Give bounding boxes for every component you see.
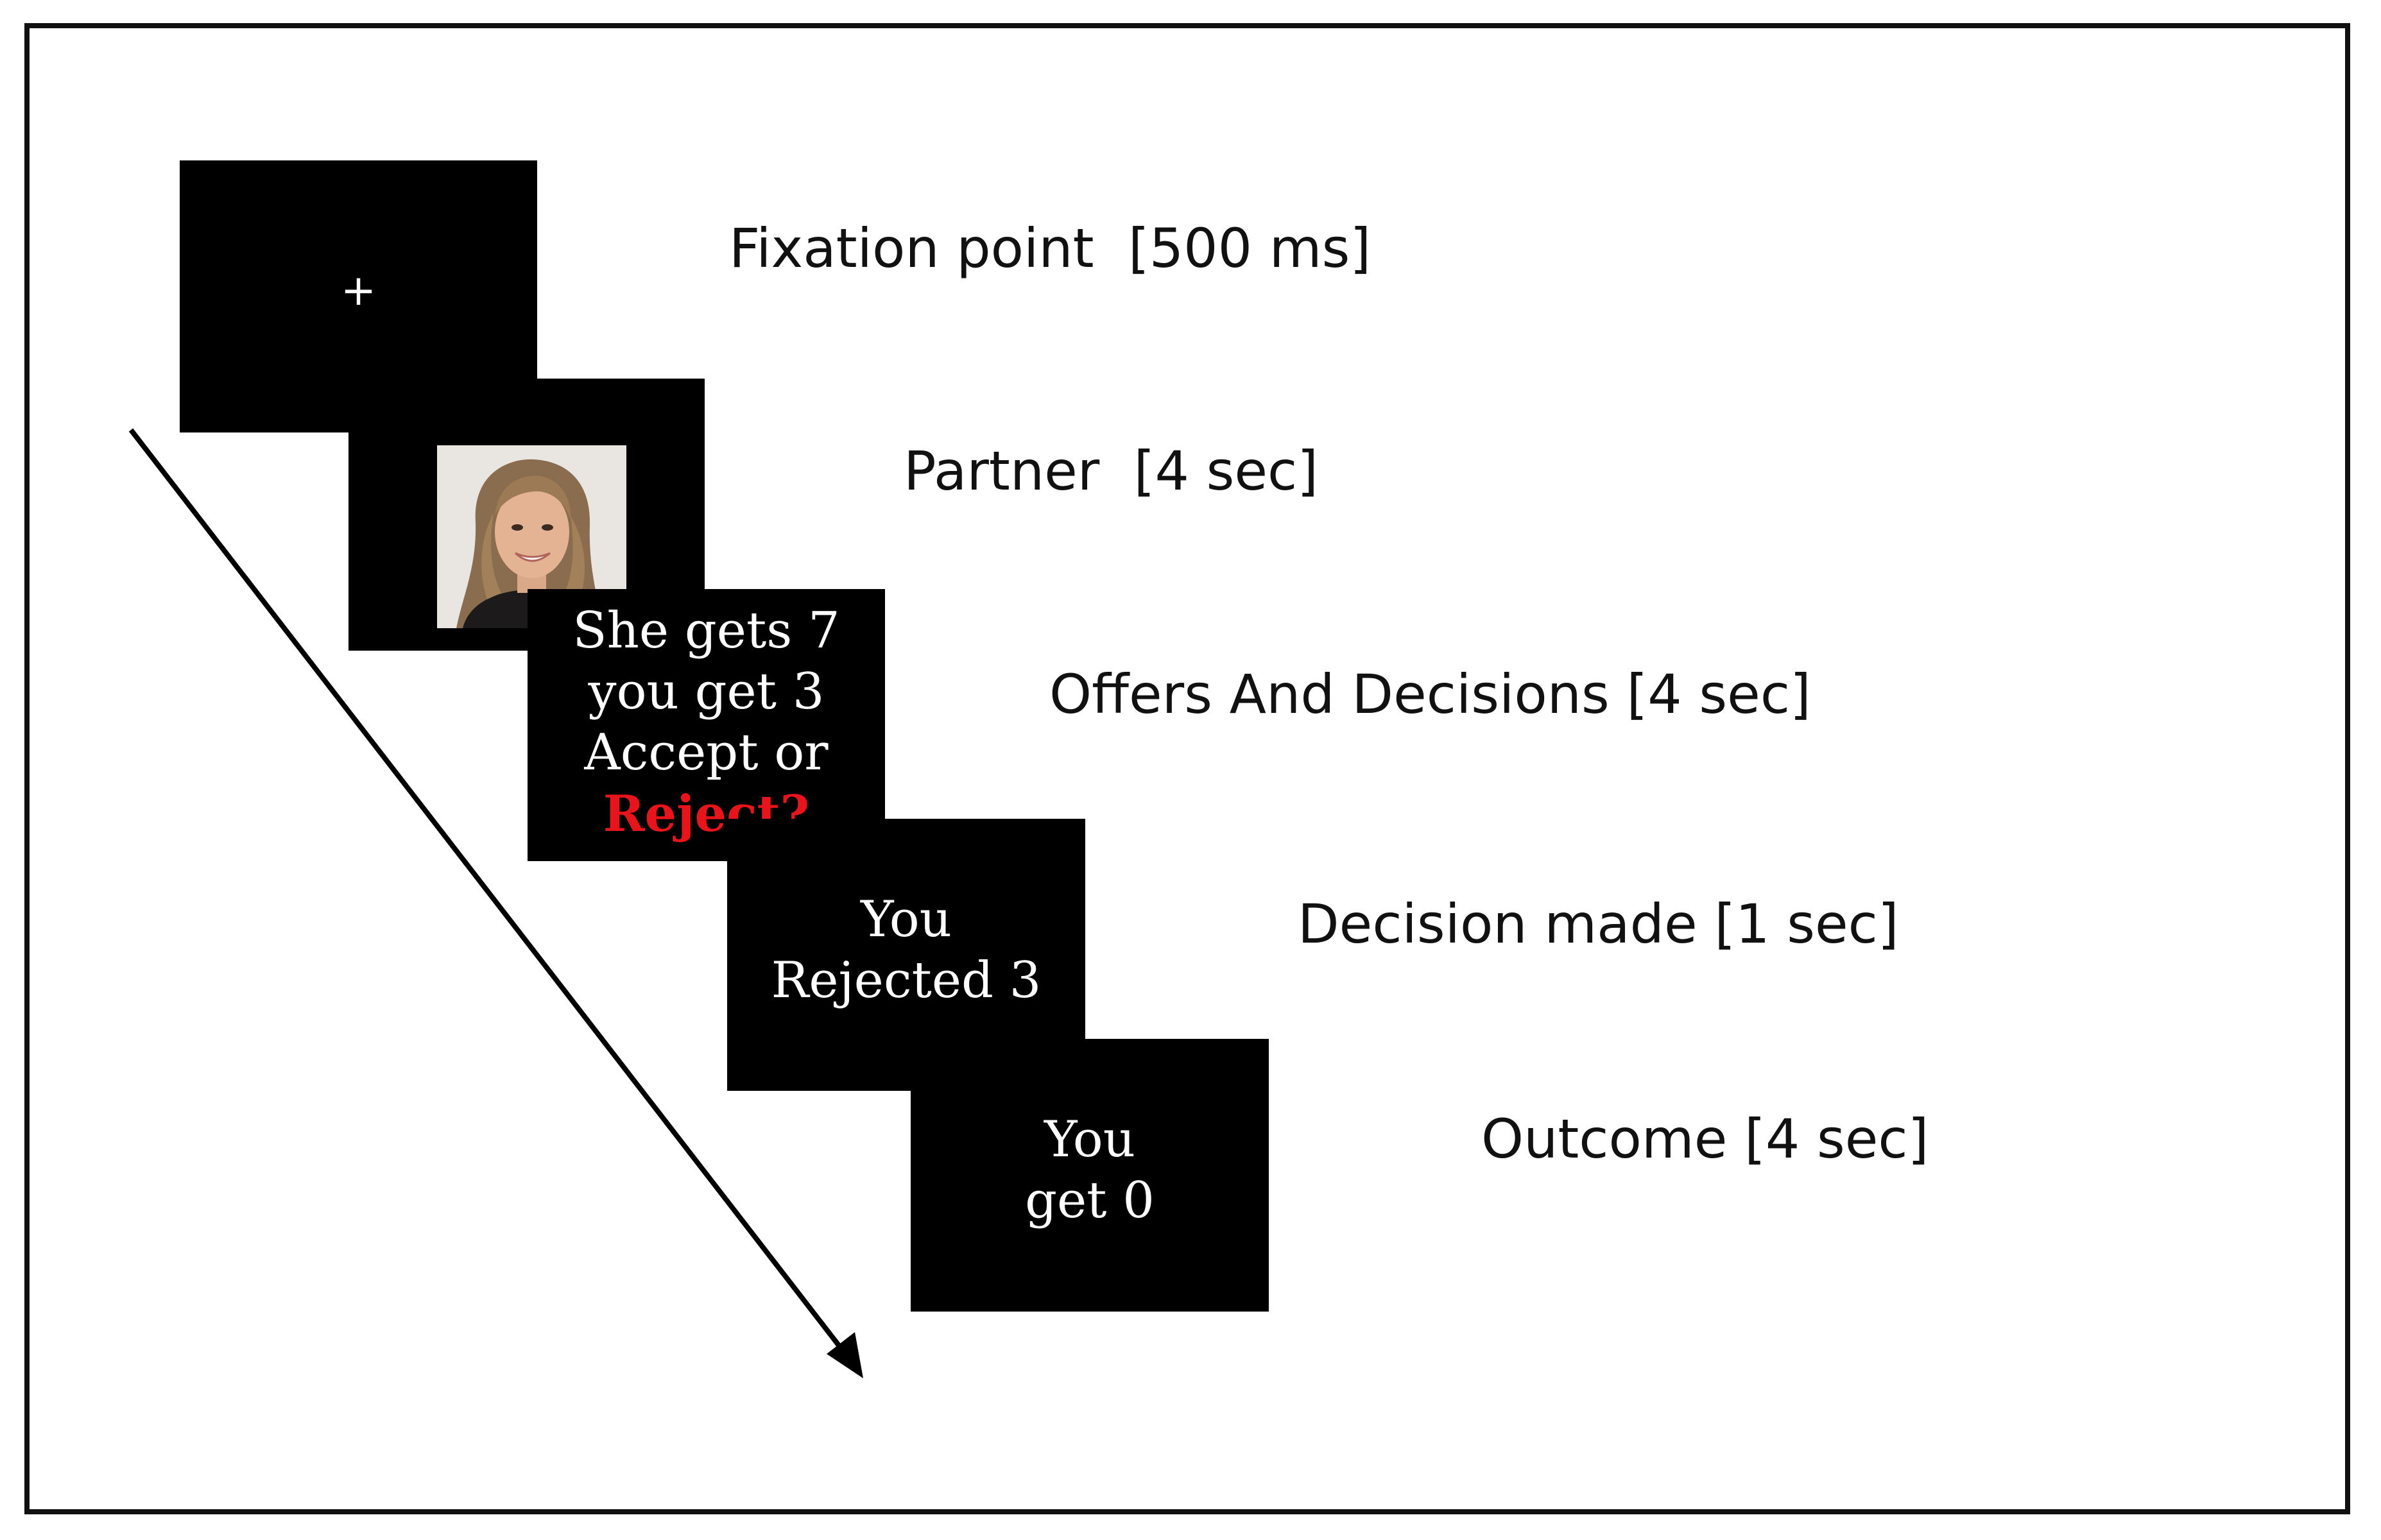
label-outcome: Outcome [4 sec] [1481,1108,1929,1170]
offer-line-2: you get 3 [588,663,825,721]
outcome-line-1: You [1044,1111,1135,1168]
outcome-screen: You get 0 [911,1039,1269,1312]
outcome-line-2: get 0 [1025,1172,1155,1229]
offer-line-1: She gets 7 [572,602,840,660]
fixation-cross: + [340,266,377,315]
offer-line-3: Accept or [584,724,829,782]
label-partner: Partner [4 sec] [904,440,1318,502]
label-fixation: Fixation point [500 ms] [729,217,1371,280]
offer-screen: She gets 7 you get 3 Accept or Reject? [528,589,885,861]
decision-line-1: You [861,891,952,948]
label-offers: Offers And Decisions [4 sec] [1049,663,1811,726]
decision-line-2: Rejected 3 [771,952,1042,1009]
label-decision: Decision made [1 sec] [1298,893,1899,955]
